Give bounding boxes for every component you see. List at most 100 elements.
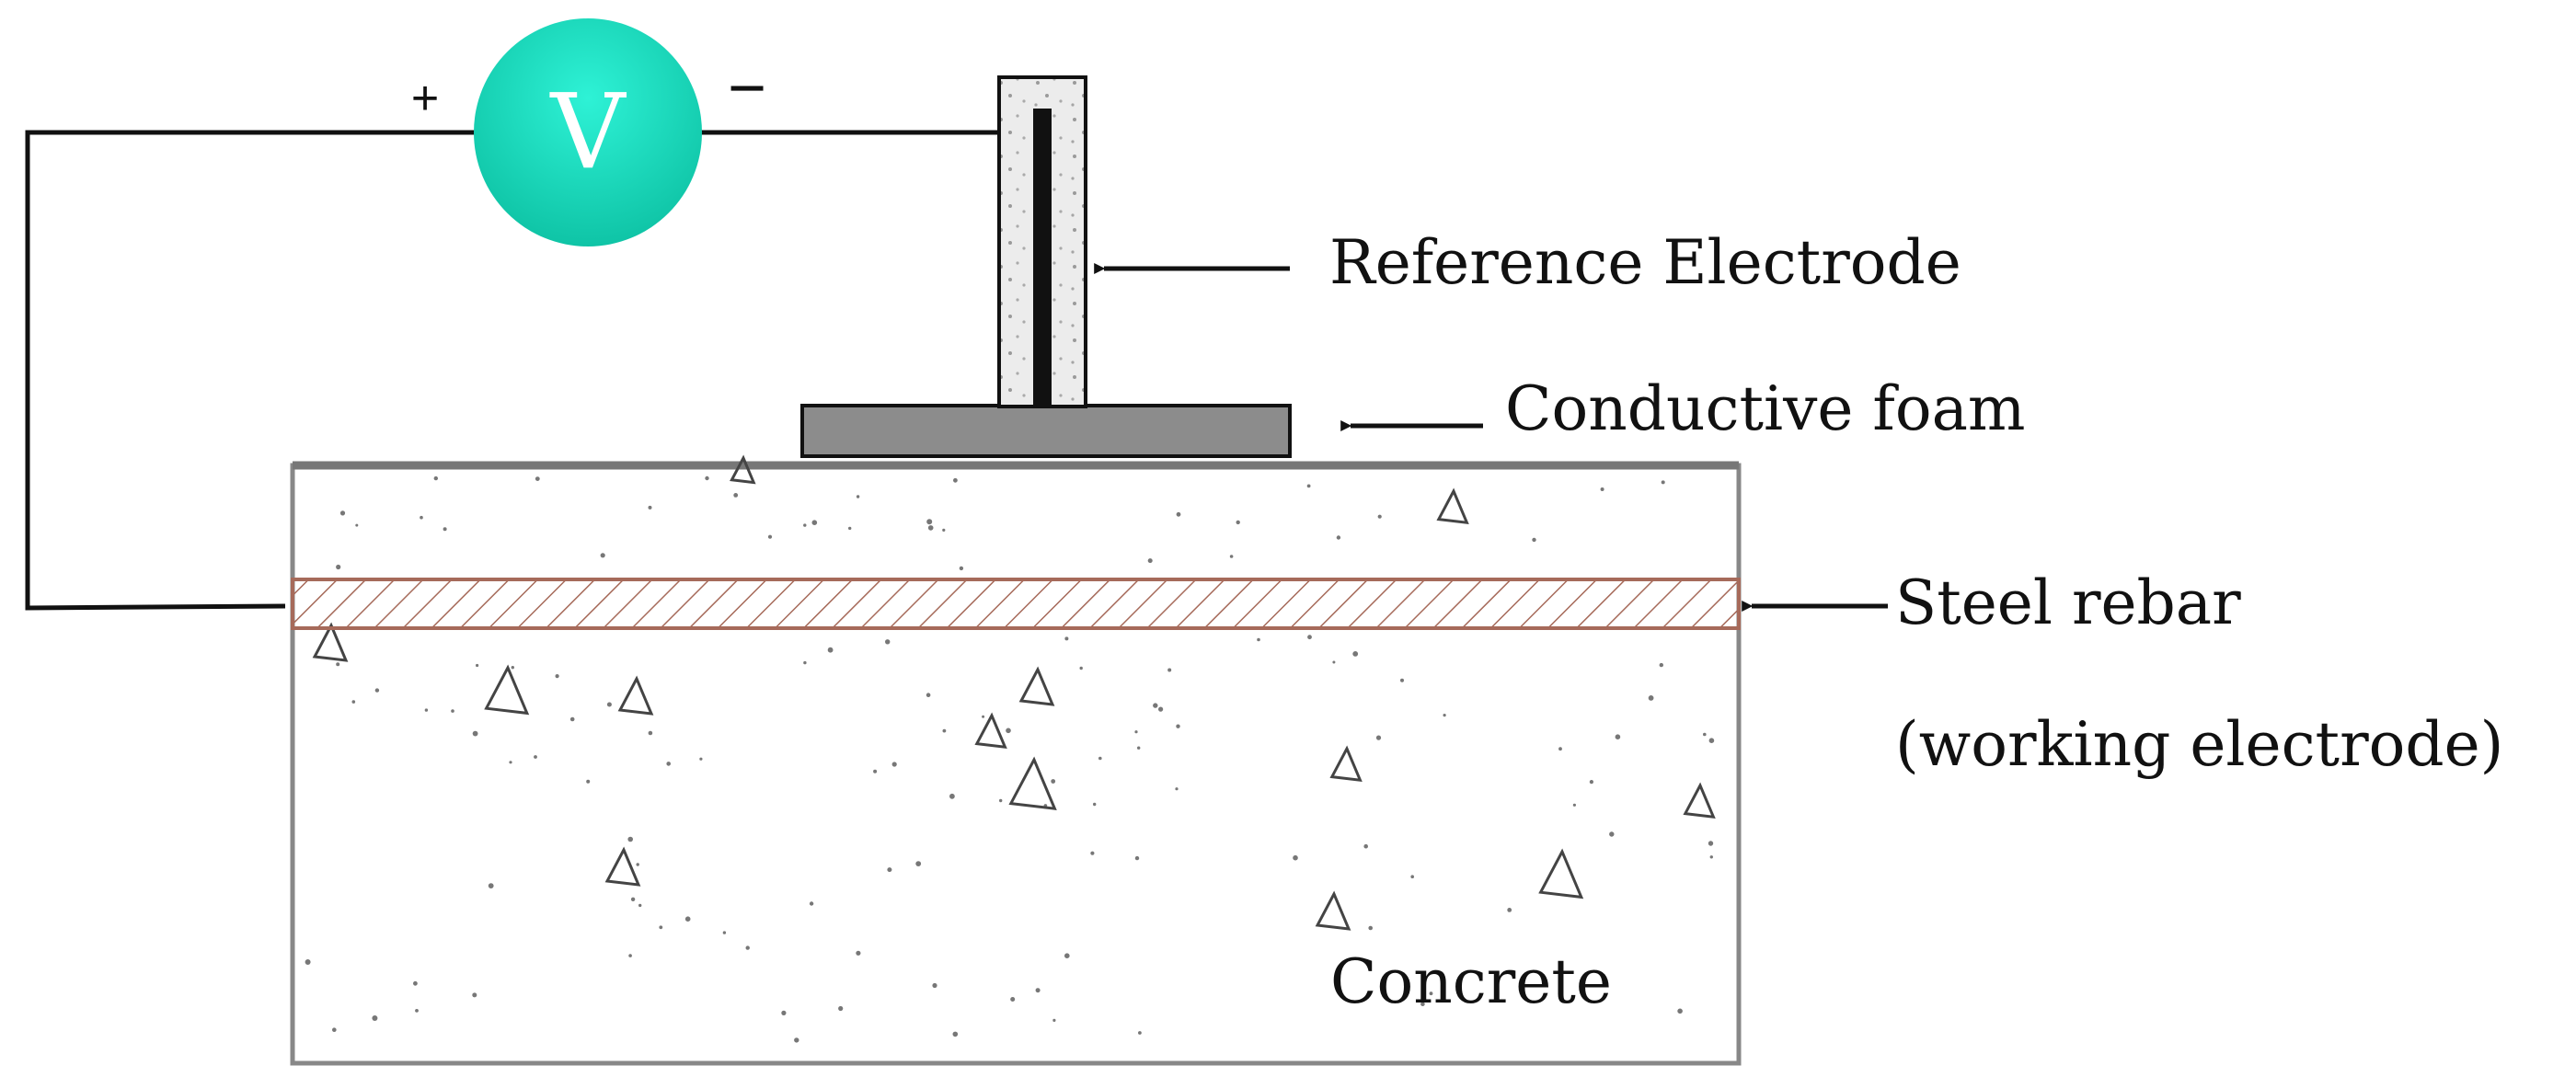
concrete-speckle <box>767 534 773 539</box>
concrete-speckle <box>305 959 311 965</box>
concrete-speckle <box>926 519 933 525</box>
concrete-speckle <box>420 515 423 520</box>
aggregate-triangle <box>1008 756 1057 810</box>
concrete-speckle <box>1158 706 1164 712</box>
aggregate-triangle <box>617 675 654 716</box>
concrete-speckle <box>1079 666 1083 670</box>
concrete-speckle <box>811 520 818 525</box>
concrete-speckle <box>1035 988 1041 993</box>
concrete-speckle <box>1375 735 1382 740</box>
concrete-speckle <box>1363 843 1368 849</box>
voltmeter: V + − <box>411 18 766 246</box>
concrete-speckle <box>1532 537 1536 543</box>
concrete-speckle <box>1051 779 1056 784</box>
concrete-speckle <box>949 793 955 799</box>
concrete-speckle <box>659 925 663 930</box>
label-reference-electrode: Reference Electrode <box>1329 227 1961 298</box>
label-working-electrode: (working electrode) <box>1895 709 2503 780</box>
concrete-speckle <box>351 700 356 704</box>
concrete-speckle <box>1609 831 1615 837</box>
concrete-speckle <box>509 761 512 764</box>
concrete-speckle <box>424 708 429 712</box>
concrete-speckle <box>803 660 807 665</box>
concrete-speckle <box>927 525 934 531</box>
concrete-speckle <box>488 883 494 888</box>
concrete-speckle <box>952 1031 959 1037</box>
concrete-speckle <box>1052 1018 1056 1022</box>
concrete-speckle <box>1175 787 1179 791</box>
concrete-speckle <box>848 526 852 531</box>
concrete-speckle <box>982 715 985 718</box>
concrete-speckle <box>1600 487 1604 491</box>
concrete-speckle <box>745 945 750 950</box>
concrete-speckle <box>1236 520 1240 525</box>
concrete-speckle <box>1176 511 1181 517</box>
concrete-speckle <box>1507 908 1512 912</box>
concrete-speckle <box>959 566 964 571</box>
concrete-speckle <box>433 475 438 481</box>
concrete-speckle <box>733 493 739 498</box>
concrete-speckle <box>887 867 892 873</box>
concrete-speckle <box>1352 651 1359 657</box>
concrete-speckle <box>1090 851 1095 855</box>
wire-to-rebar <box>25 130 478 611</box>
reference-electrode <box>997 75 1087 408</box>
concrete-speckle <box>1377 514 1382 519</box>
concrete-speckle <box>1661 480 1665 485</box>
concrete-speckle <box>1420 1002 1425 1006</box>
concrete-speckle <box>1659 662 1664 668</box>
concrete-speckle <box>1648 695 1654 701</box>
concrete-speckle <box>339 510 346 516</box>
concrete-speckle <box>1137 746 1141 750</box>
plus-terminal: + <box>411 72 439 125</box>
concrete-speckle <box>1708 841 1714 846</box>
concrete-speckle <box>413 980 418 986</box>
concrete-speckle <box>1064 636 1069 641</box>
concrete-speckle <box>1443 714 1446 717</box>
concrete-speckle <box>472 992 477 998</box>
conductive-foam <box>800 404 1292 458</box>
concrete-speckle <box>332 1027 337 1032</box>
concrete-speckle <box>535 476 540 481</box>
concrete-speckle <box>1153 703 1158 708</box>
concrete-speckle <box>451 709 454 713</box>
concrete-speckle <box>1176 724 1180 728</box>
aggregate-triangle <box>974 712 1007 749</box>
concrete-speckle <box>1064 953 1070 958</box>
label-concrete: Concrete <box>1330 946 1612 1017</box>
aggregate-triangle <box>1329 745 1363 782</box>
aggregate-triangle <box>484 664 530 716</box>
label-conductive-foam: Conductive foam <box>1505 373 2026 444</box>
concrete-speckle <box>1429 991 1433 996</box>
aggregate-triangle <box>312 622 349 662</box>
aggregate-triangle <box>1315 890 1351 931</box>
reference-electrode-rod <box>1033 109 1052 407</box>
concrete-speckle <box>1709 855 1714 859</box>
steel-rebar <box>291 578 1741 630</box>
concrete-speckle <box>1134 730 1138 734</box>
concrete-speckle <box>1293 854 1298 861</box>
aggregate-triangle <box>1683 782 1716 819</box>
concrete-speckle <box>1400 678 1404 682</box>
concrete-speckle <box>953 477 958 483</box>
aggregate-triangle <box>1436 487 1469 524</box>
concrete-speckle <box>705 475 709 481</box>
concrete-speckle <box>1703 732 1707 737</box>
concrete-speckle <box>648 505 652 510</box>
concrete-speckle <box>1368 925 1373 931</box>
concrete-speckle <box>781 1010 787 1015</box>
concrete-speckle <box>942 528 946 533</box>
concrete-speckle <box>891 762 897 767</box>
circuit-wires <box>25 130 999 611</box>
concrete-speckle <box>932 982 937 989</box>
concrete-speckle <box>415 1009 419 1013</box>
concrete-speckle <box>1257 637 1260 642</box>
concrete-block <box>290 454 1742 1066</box>
concrete-speckle <box>856 495 860 498</box>
concrete-speckle <box>722 931 727 934</box>
concrete-speckle <box>628 954 632 957</box>
concrete-speckle <box>534 755 537 759</box>
concrete-aggregates <box>312 454 1716 931</box>
concrete-speckle <box>999 798 1003 803</box>
